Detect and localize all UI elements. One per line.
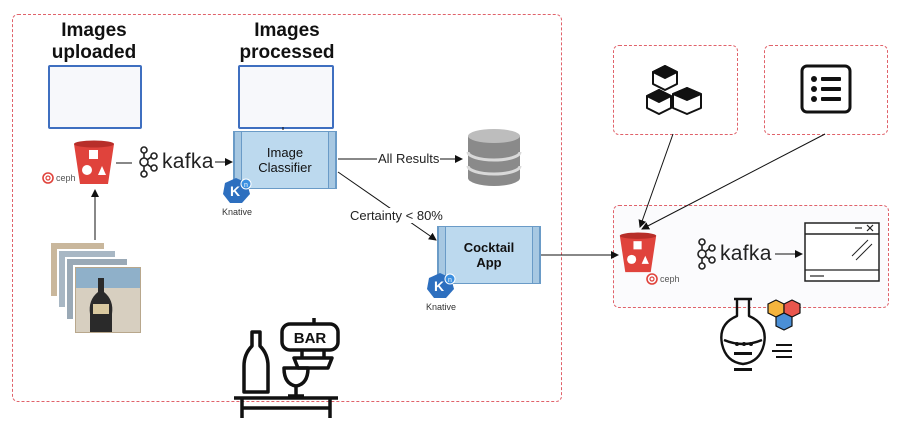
certainty-label: Certainty < 80%: [349, 208, 444, 223]
knative-icon: K n: [223, 178, 252, 203]
cubes-icon: [645, 64, 705, 123]
knative-logo-2: K n Knative: [421, 271, 461, 312]
ceph-icon-2: [646, 273, 658, 285]
kafka-icon: [139, 146, 158, 178]
kafka-logo-2: kafka: [694, 238, 772, 270]
image-classifier-label: Image Classifier: [258, 145, 312, 175]
knative-icon: K n: [427, 273, 456, 298]
kafka-label-2: kafka: [720, 242, 772, 265]
list-icon: [800, 64, 852, 119]
edge-classifier-to-cocktail: [337, 171, 437, 241]
cocktail-app-node: Cocktail App: [437, 226, 541, 284]
image-classifier-node: Image Classifier: [233, 131, 337, 189]
processed-image-panel: [238, 65, 334, 129]
ceph-logo-2: ceph: [646, 273, 680, 285]
svg-text:n: n: [448, 277, 452, 284]
knative-logo: K n Knative: [217, 176, 257, 217]
database-icon: [466, 128, 522, 193]
ceph-logo: ceph: [42, 172, 76, 184]
photo-stack-icon: [48, 240, 148, 345]
kafka-icon-2: [697, 238, 716, 270]
bucket-icon: [72, 140, 116, 191]
knative-label-2: Knative: [425, 302, 457, 312]
knative-label: Knative: [221, 207, 253, 217]
left-group-box: [12, 14, 562, 402]
flask-icon: [712, 296, 802, 377]
edge-list-to-bucket: [641, 133, 826, 230]
svg-text:n: n: [244, 182, 248, 189]
ceph-icon: [42, 172, 54, 184]
ceph-label: ceph: [56, 173, 76, 183]
svg-text:BAR: BAR: [294, 330, 327, 347]
list-box: [764, 45, 888, 135]
bucket-icon-2: [618, 232, 658, 279]
browser-window-icon: [804, 222, 880, 287]
bar-icon: BAR: [234, 318, 344, 423]
svg-text:K: K: [434, 278, 444, 294]
kafka-label: kafka: [162, 150, 214, 173]
cocktail-app-label: Cocktail App: [463, 240, 515, 270]
kafka-logo: kafka: [136, 146, 214, 178]
all-results-label: All Results: [377, 151, 441, 166]
images-processed-heading: Images processed: [239, 20, 335, 63]
images-uploaded-heading: Images uploaded: [51, 20, 137, 63]
edge-cubes-to-bucket: [638, 133, 674, 228]
svg-text:K: K: [230, 183, 240, 199]
uploaded-image-panel: [48, 65, 142, 129]
ceph-label-2: ceph: [660, 274, 680, 284]
cubes-box: [613, 45, 738, 135]
